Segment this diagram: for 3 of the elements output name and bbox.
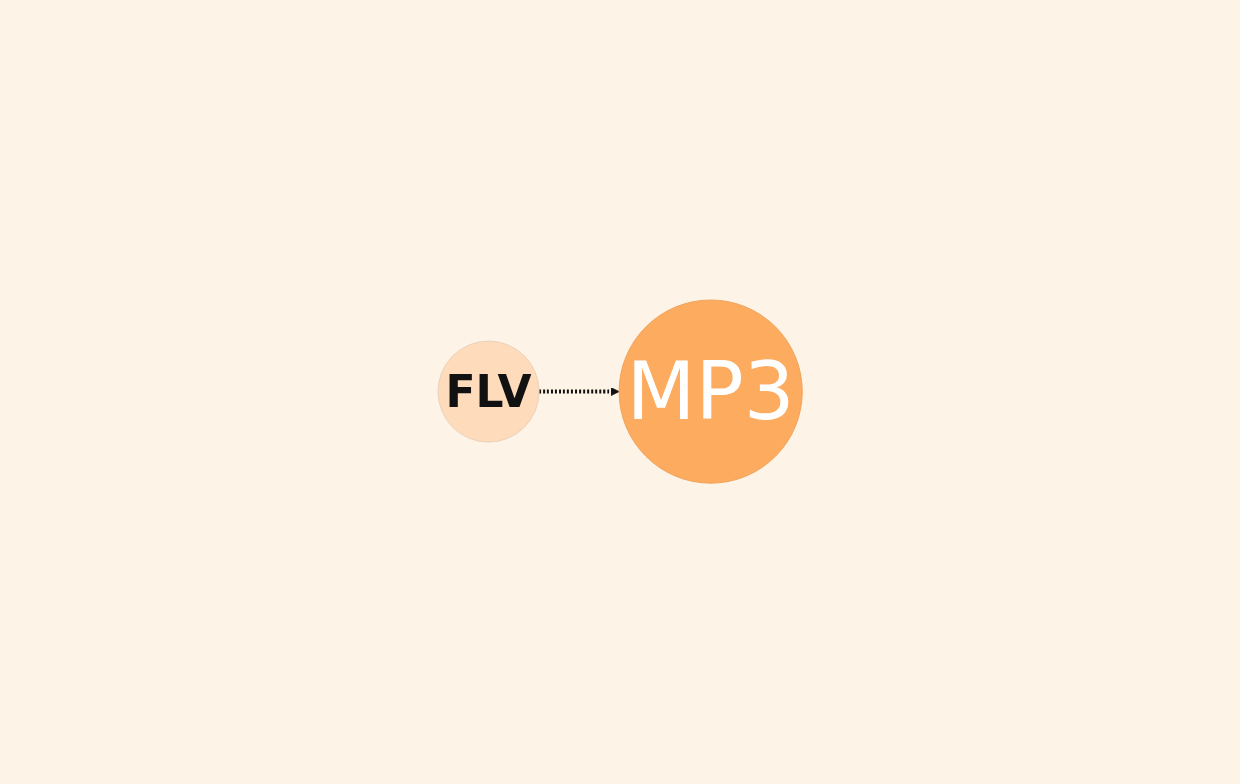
arrow (538, 387, 620, 397)
node-circle: FLV (437, 340, 540, 444)
node-circle: MP3 (618, 299, 803, 485)
